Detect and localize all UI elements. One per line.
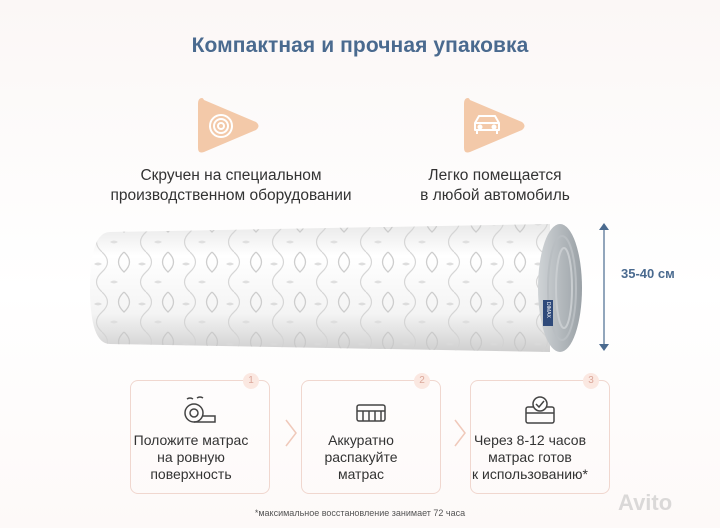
avito-watermark: Avito: [618, 490, 673, 515]
step-line: матрас: [337, 466, 385, 482]
height-label: 35-40 см: [621, 266, 675, 281]
mattress-unroll-icon: [184, 396, 216, 423]
feature-line: Скручен на специальном: [140, 167, 322, 184]
step-line: поверхность: [150, 466, 232, 482]
step-line: на ровную: [157, 449, 225, 465]
feature-line: Легко помещается: [428, 167, 562, 184]
page-title: Компактная и прочная упаковка: [191, 34, 529, 57]
step-line: Положите матрас: [133, 432, 249, 448]
spiral-icon: [198, 98, 259, 153]
rolled-mattress-image: [90, 224, 582, 352]
step-card-2: 2: [301, 373, 441, 494]
feature-text-car: Легко помещается в любой автомобиль: [365, 166, 625, 206]
step-line: Через 8-12 часов: [473, 432, 587, 448]
footnote: *максимальное восстановление занимает 72…: [254, 508, 466, 518]
chevron-right-icon: [454, 419, 466, 447]
feature-line: в любой автомобиль: [420, 187, 570, 204]
brand-tag: DIMAX: [545, 302, 551, 318]
mattress-icon: [356, 404, 386, 422]
chevron-right-icon: [285, 419, 297, 447]
step-line: к использованию*: [472, 466, 588, 482]
step-line: матрас готов: [488, 449, 572, 465]
step-card-1: 1: [130, 373, 270, 494]
step-text-3: Через 8-12 часов матрас готов к использо…: [445, 432, 615, 483]
step-number: 1: [243, 373, 259, 389]
step-line: Аккуратно: [328, 432, 394, 448]
step-number: 2: [414, 373, 430, 389]
step-line: распакуйте: [324, 449, 398, 465]
feature-text-rolled: Скручен на специальном производственном …: [101, 166, 361, 206]
car-icon: [464, 98, 525, 153]
feature-line: производственном оборудовании: [110, 187, 352, 204]
step-number: 3: [583, 373, 599, 389]
step-text-1: Положите матрас на ровную поверхность: [106, 432, 276, 483]
step-text-2: Аккуратно распакуйте матрас: [276, 432, 446, 483]
height-arrow: [599, 223, 609, 351]
step-card-3: 3: [470, 373, 610, 494]
checkmark-box-icon: [525, 396, 555, 424]
